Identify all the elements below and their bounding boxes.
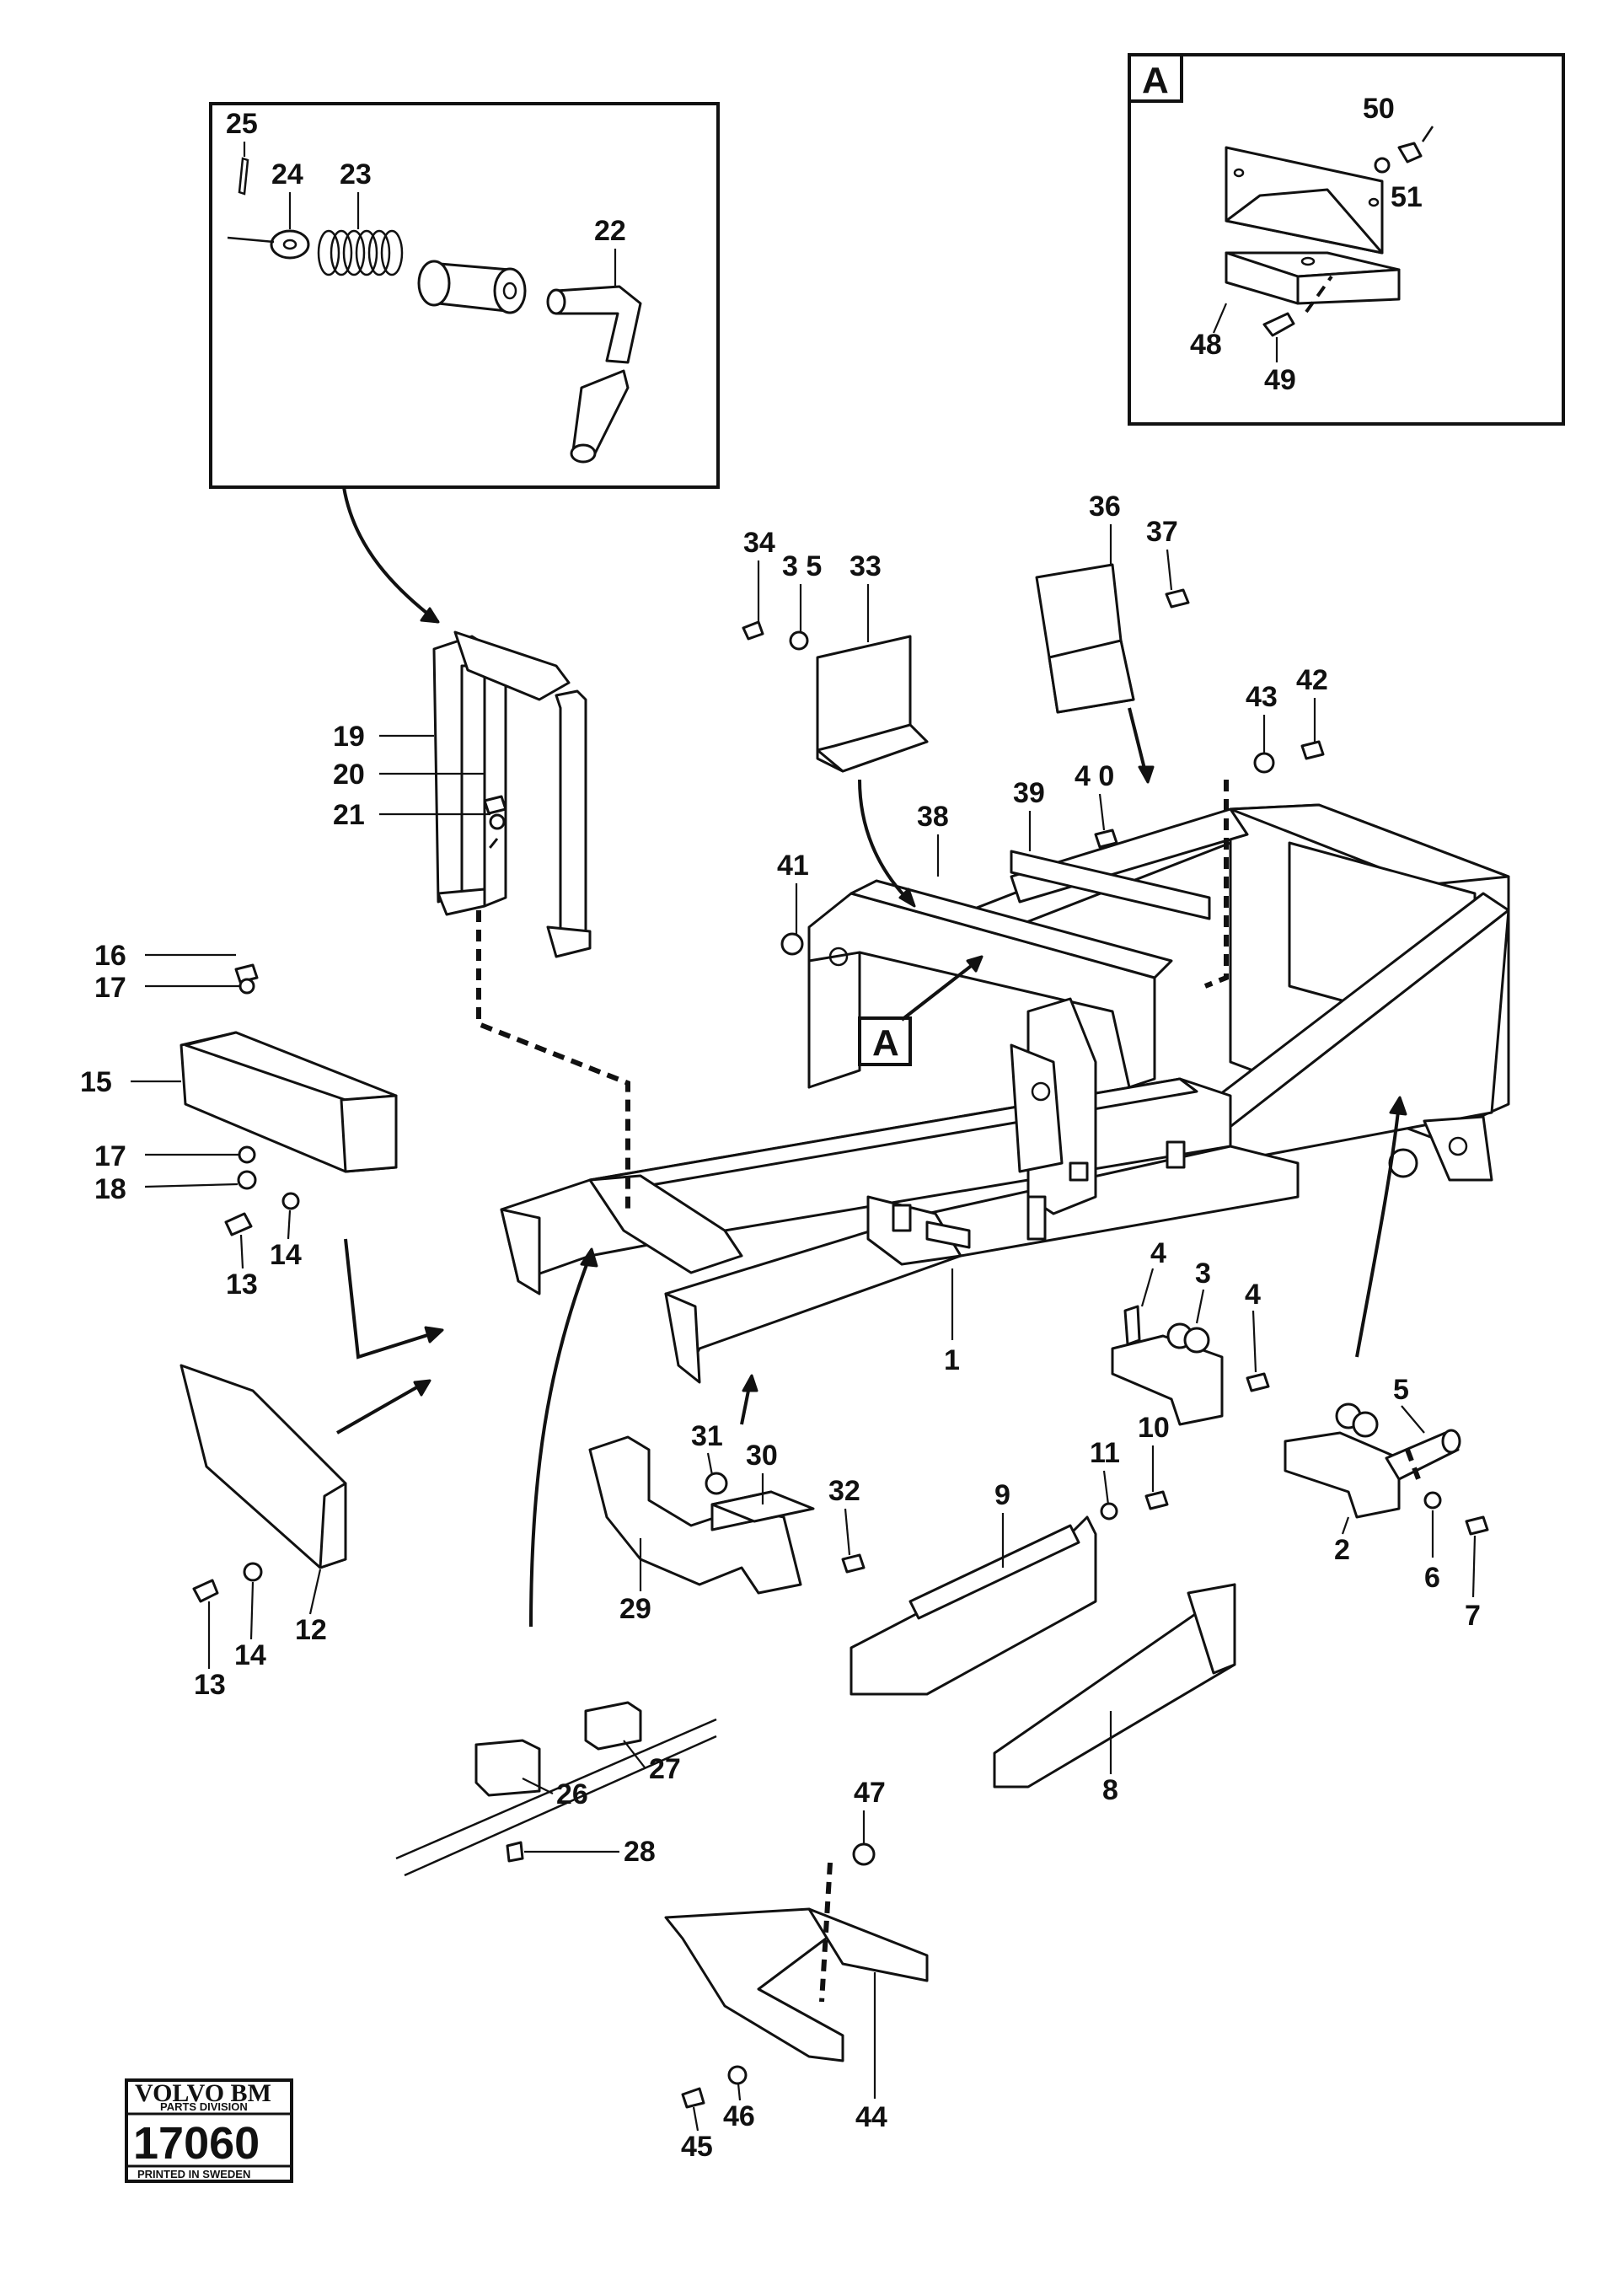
- callout-11: 11: [1090, 1437, 1120, 1469]
- callout-5: 5: [1393, 1374, 1409, 1406]
- latch-bracket: [432, 630, 592, 958]
- callout-44: 44: [855, 2101, 887, 2133]
- callout-26: 26: [556, 1778, 588, 1810]
- washer-50: [1374, 157, 1391, 174]
- callout-32: 32: [828, 1475, 860, 1507]
- dashed-leader-44: [819, 1862, 833, 2003]
- callout-7: 7: [1465, 1600, 1481, 1632]
- callout-50: 50: [1363, 93, 1395, 125]
- callout-24: 24: [271, 158, 303, 190]
- callout-14b: 14: [234, 1639, 266, 1671]
- callout-2: 2: [1334, 1534, 1350, 1566]
- nut-51: [1397, 142, 1423, 164]
- callout-37: 37: [1146, 516, 1178, 548]
- callout-45: 45: [681, 2131, 713, 2163]
- volvo-bm-logo: VOLVO BM PARTS DIVISION 17060 PRINTED IN…: [125, 2078, 293, 2183]
- callout-15: 15: [80, 1066, 112, 1098]
- callout-40: 4 0: [1075, 760, 1114, 792]
- callout-13a: 13: [226, 1268, 258, 1301]
- block-27: [584, 1701, 642, 1751]
- frame-detail-a-tag: [858, 1016, 912, 1066]
- callout-31: 31: [691, 1420, 723, 1452]
- callout-18: 18: [94, 1173, 126, 1205]
- assembly-arrows: [336, 707, 1407, 1628]
- callout-46: 46: [723, 2100, 755, 2132]
- callout-10: 10: [1138, 1412, 1170, 1444]
- callout-13b: 13: [194, 1669, 226, 1701]
- callout-19: 19: [333, 721, 365, 753]
- detail-a-label: A: [1142, 60, 1169, 101]
- callout-35: 3 5: [782, 550, 822, 582]
- callout-28: 28: [624, 1836, 656, 1868]
- callout-36: 36: [1089, 491, 1121, 523]
- callout-8: 8: [1102, 1774, 1118, 1806]
- callout-29: 29: [619, 1593, 651, 1625]
- mount-2: [1284, 1431, 1401, 1519]
- frame-detail-a-label: A: [872, 1022, 899, 1064]
- callout-41: 41: [777, 850, 809, 882]
- block-26: [474, 1739, 541, 1797]
- callout-20: 20: [333, 759, 365, 791]
- callout-23: 23: [340, 158, 372, 190]
- callout-3: 3: [1195, 1258, 1211, 1290]
- logo-printed: PRINTED IN SWEDEN: [137, 2168, 250, 2180]
- callout-9: 9: [994, 1479, 1010, 1511]
- callout-39: 39: [1013, 777, 1045, 809]
- detail-a-tag: [1128, 53, 1183, 103]
- arrow-inset: [342, 486, 440, 624]
- callout-34: 34: [743, 527, 775, 559]
- callout-43: 43: [1246, 681, 1278, 713]
- callout-12: 12: [295, 1614, 327, 1646]
- washer: [270, 229, 310, 260]
- top-plate: [1010, 850, 1211, 920]
- logo-number: 17060: [133, 2118, 260, 2169]
- callout-4b: 4: [1245, 1279, 1261, 1311]
- callout-42: 42: [1296, 664, 1328, 696]
- callout-47: 47: [854, 1777, 886, 1809]
- callout-6: 6: [1424, 1562, 1440, 1594]
- dashed-leader-mount-2: [1405, 1448, 1423, 1485]
- callout-51: 51: [1391, 181, 1423, 213]
- inset-detail-a: A 50 51 48 49: [1128, 53, 1565, 426]
- callout-1: 1: [944, 1344, 960, 1376]
- fasteners: [192, 588, 1489, 2109]
- callout-33: 33: [850, 550, 882, 582]
- inset-latch-detail: 25 24 23 22: [209, 102, 720, 489]
- callout-16: 16: [94, 940, 126, 972]
- logo-brand: VOLVO BM: [135, 2079, 271, 2107]
- logo-division: PARTS DIVISION: [160, 2100, 248, 2113]
- callout-21: 21: [333, 799, 365, 831]
- dashed-leader-bracket: [476, 910, 630, 1214]
- callout-14a: 14: [270, 1239, 302, 1271]
- callout-22: 22: [594, 215, 626, 247]
- main-frame: [500, 803, 1510, 1384]
- callouts-main: 1 2 3 4 4 5 6 7 8 9 10 11 12 13 14 13 14…: [80, 491, 1481, 2163]
- callout-17b: 17: [94, 1140, 126, 1172]
- cotter-pin: [238, 157, 249, 196]
- bracket-29: [588, 1435, 802, 1595]
- callout-27: 27: [649, 1753, 681, 1785]
- dashed-leader-43: [1203, 780, 1229, 989]
- callout-25: 25: [226, 108, 258, 140]
- bent-pin: [555, 285, 642, 364]
- bracket-44: [664, 1907, 844, 2062]
- callout-17a: 17: [94, 972, 126, 1004]
- callout-38: 38: [917, 801, 949, 833]
- callout-30: 30: [746, 1440, 778, 1472]
- callout-48: 48: [1190, 329, 1222, 361]
- callout-4a: 4: [1150, 1237, 1166, 1269]
- callout-49: 49: [1264, 364, 1296, 396]
- bolt-49: [1262, 312, 1295, 337]
- spring: [317, 229, 404, 276]
